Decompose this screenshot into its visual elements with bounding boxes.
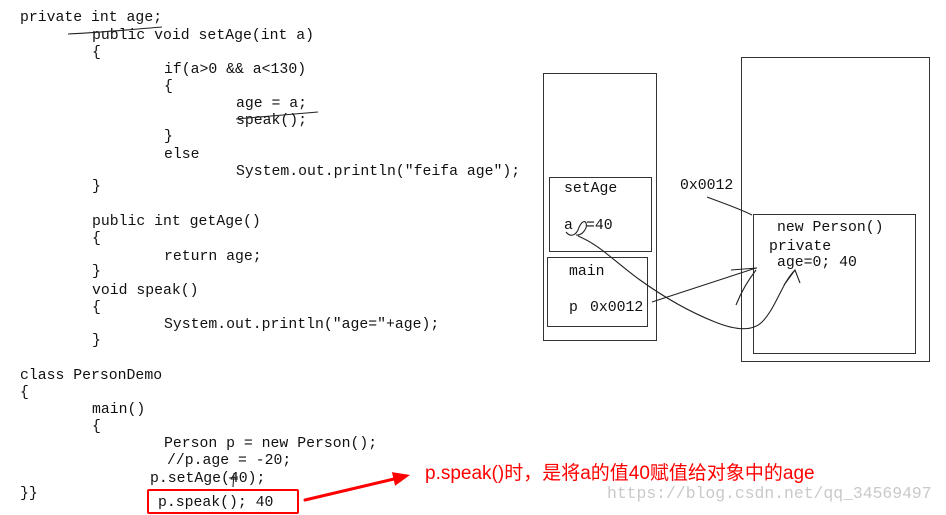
code-line: class PersonDemo <box>20 368 163 384</box>
code-line: System.out.println("feifa age"); <box>236 164 521 180</box>
stack-var-a-value: =40 <box>586 218 613 234</box>
watermark: https://blog.csdn.net/qq_34569497 <box>607 484 932 503</box>
heap-address-label: 0x0012 <box>680 178 734 194</box>
code-line: { <box>164 79 173 95</box>
code-line: return age; <box>164 249 262 265</box>
code-line: } <box>92 333 101 349</box>
annotation-arrow-shaft <box>303 477 396 502</box>
stack-frame-setage-label: setAge <box>564 181 618 197</box>
stack-var-p-name: p <box>569 300 578 316</box>
code-line: } <box>92 179 101 195</box>
code-line: p.setAge(40); <box>150 471 266 487</box>
annotation-note: p.speak()时，是将a的值40赋值给对象中的age <box>425 463 815 484</box>
code-line: public void setAge(int a) <box>92 28 314 44</box>
stack-frame-main-label: main <box>569 264 605 280</box>
code-line: public int getAge() <box>92 214 261 230</box>
code-line: { <box>92 45 101 61</box>
code-line: { <box>20 385 29 401</box>
code-line: main() <box>92 402 146 418</box>
heap-box <box>741 57 930 362</box>
code-line: else <box>164 147 200 163</box>
code-line: private int age; <box>20 10 163 26</box>
code-line: } <box>164 129 173 145</box>
reference-arrow-head <box>730 267 758 306</box>
reference-arrow-line <box>651 267 757 303</box>
annotation-arrow-head <box>391 472 410 486</box>
address-leader-line <box>706 196 753 216</box>
code-line: { <box>92 419 101 435</box>
code-line: }} <box>20 486 38 502</box>
code-line: Person p = new Person(); <box>164 436 378 452</box>
code-line: void speak() <box>92 283 199 299</box>
code-line: System.out.println("age="+age); <box>164 317 440 333</box>
highlighted-code-line: p.speak(); 40 <box>158 495 274 511</box>
stack-var-a-name: a <box>564 218 573 234</box>
code-line: } <box>92 264 101 280</box>
code-line: { <box>92 231 101 247</box>
code-line: speak(); <box>236 113 308 129</box>
heap-object-field: age=0; 40 <box>777 255 857 271</box>
value-flow-arrowhead <box>783 268 801 286</box>
heap-object-title: new Person() <box>777 220 884 236</box>
code-line: //p.age = -20; <box>167 453 292 469</box>
code-line: { <box>92 300 101 316</box>
code-line: if(a>0 && a<130) <box>164 62 307 78</box>
stack-var-p-value: 0x0012 <box>590 300 644 316</box>
code-line: age = a; <box>236 96 308 112</box>
